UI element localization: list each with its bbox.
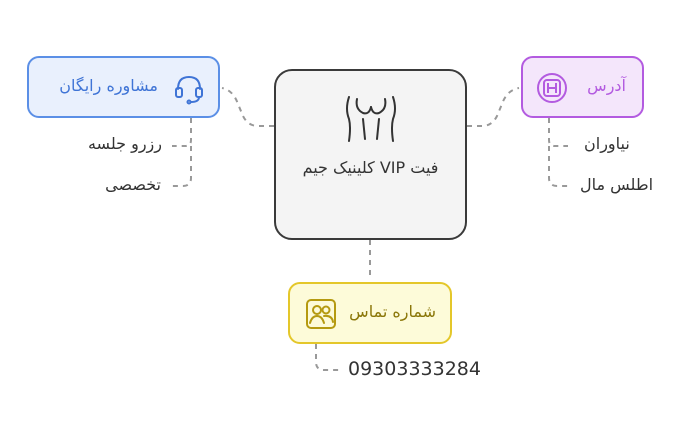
address-label: آدرس: [587, 76, 626, 95]
left-child-2: تخصصی: [105, 175, 161, 194]
connector-left-child-1: [172, 118, 192, 147]
connector-right-child-1: [548, 118, 568, 147]
free-consultation-node: مشاوره رایگان: [27, 56, 220, 118]
body-fitness-icon: [345, 96, 396, 142]
right-child-2: اطلس مال: [580, 175, 654, 194]
connector-left: [221, 87, 274, 127]
contact-number-node: شماره تماس: [288, 282, 452, 344]
connector-left-child-2: [172, 146, 192, 187]
free-consultation-label: مشاوره رایگان: [59, 76, 158, 95]
connector-right: [467, 87, 520, 127]
address-node: آدرس: [521, 56, 644, 118]
bottom-child-1: 09303333284: [348, 358, 481, 380]
right-child-1: نیاوران: [584, 134, 630, 153]
connector-bottom-child-1: [315, 344, 340, 371]
contact-number-label: شماره تماس: [349, 302, 436, 321]
headset-icon: [175, 75, 203, 105]
left-child-1: رزرو جلسه: [87, 134, 162, 153]
hotel-sign-icon: [537, 73, 567, 103]
center-node-label: فیت VIP کلینیک جیم: [302, 158, 439, 177]
center-node: فیت VIP کلینیک جیم: [274, 69, 467, 240]
connector-right-child-2: [548, 146, 570, 187]
contacts-icon: [306, 299, 336, 329]
